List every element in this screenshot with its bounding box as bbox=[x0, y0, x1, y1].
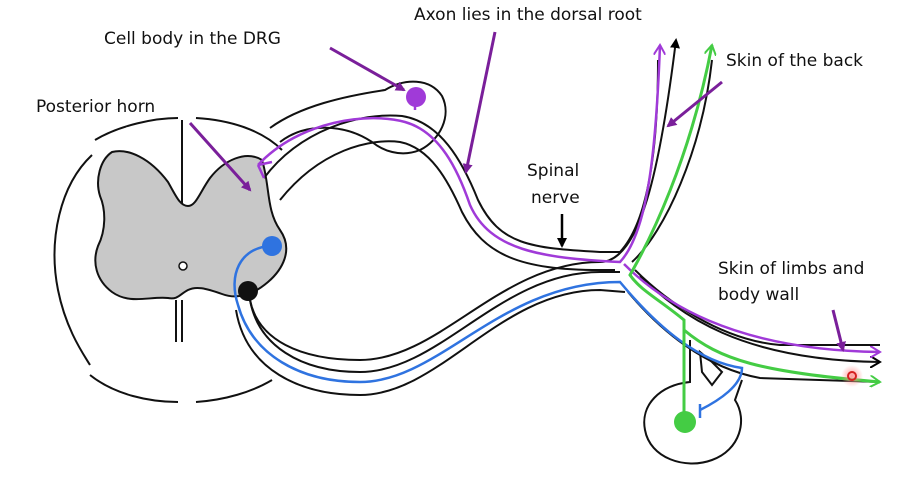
blue-axon bbox=[233, 244, 744, 418]
arrow-skin-back bbox=[666, 80, 723, 128]
dorsal-root-walls bbox=[263, 114, 620, 271]
motor-neuron-blue bbox=[262, 236, 282, 256]
annotation-arrows bbox=[188, 31, 846, 352]
sympathetic-ganglion bbox=[643, 340, 743, 465]
effector-glow bbox=[841, 365, 863, 387]
arrow-axon bbox=[462, 31, 497, 174]
ventral-root-walls bbox=[235, 271, 626, 397]
label-skin-limbs-2: body wall bbox=[718, 285, 800, 305]
label-axon: Axon lies in the dorsal root bbox=[414, 5, 642, 25]
label-skin-limbs-1: Skin of limbs and bbox=[718, 259, 865, 279]
label-cell-body: Cell body in the DRG bbox=[104, 29, 281, 49]
arrow-cell-body bbox=[329, 46, 406, 92]
spinal-cord-outline bbox=[53, 117, 283, 403]
motor-neuron-black bbox=[238, 281, 258, 301]
central-canal bbox=[178, 261, 188, 271]
label-skin-back: Skin of the back bbox=[726, 51, 864, 71]
label-spinal-nerve-1: Spinal bbox=[527, 161, 580, 181]
arrow-skin-limbs bbox=[831, 309, 846, 352]
green-axon bbox=[628, 45, 880, 420]
ganglion-cell-green bbox=[674, 411, 696, 433]
dorsal-root-ganglion bbox=[269, 80, 447, 155]
cell-body-purple bbox=[406, 87, 426, 107]
arrow-posterior-horn bbox=[188, 121, 252, 192]
label-posterior-horn: Posterior horn bbox=[36, 97, 156, 117]
gray-matter bbox=[94, 150, 288, 301]
effector-dot bbox=[847, 371, 857, 381]
label-spinal-nerve-2: nerve bbox=[531, 188, 580, 208]
